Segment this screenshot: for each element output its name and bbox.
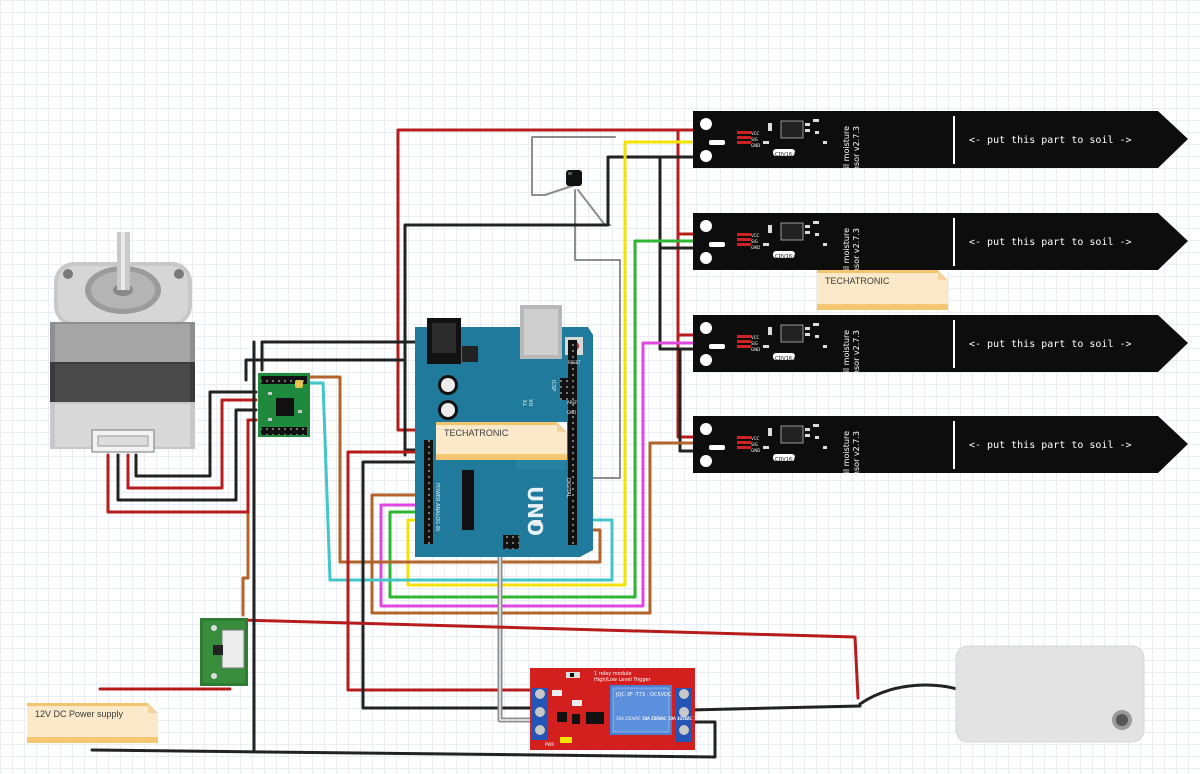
sensor-2-name-line2: sensor v2.7.3 bbox=[852, 228, 861, 282]
sensor-1-pin-vcc: VCC bbox=[751, 131, 760, 136]
relay-pwr-label: PWR bbox=[545, 742, 554, 747]
sensor-2-pin-gnd: GND bbox=[751, 245, 760, 250]
arduino-tx-label: TX bbox=[523, 399, 529, 407]
sensor-1-probe-text: <- put this part to soil -> bbox=[969, 135, 1132, 146]
relay-rating-right: 10A 250VAC 10A 125VAC 10A 28VDC bbox=[642, 716, 717, 721]
sensor-3-pin-sig: SIG bbox=[751, 341, 758, 346]
sensor-2-pin-sig: SIG bbox=[751, 239, 758, 244]
relay-title-line2: High/Low Level Trigger bbox=[594, 677, 652, 683]
note-techatronic-arduino-text: TECHATRONIC bbox=[444, 428, 509, 438]
sensor-3-name-line1: Soil moisture bbox=[842, 330, 851, 382]
arduino-brand: UNO bbox=[523, 486, 547, 536]
sensor-2-name-line1: Soil moisture bbox=[842, 228, 851, 280]
arduino-analog-label: ANALOG IN bbox=[434, 503, 440, 531]
sensor-3-pin-gnd: GND bbox=[751, 347, 760, 352]
sensor-1-chip: CDV16:000 bbox=[775, 152, 803, 158]
sensor-4-pin-sig: SIG bbox=[751, 442, 758, 447]
relay-title-line1: 1 relay module bbox=[594, 671, 632, 677]
sensor-4-pin-gnd: GND bbox=[751, 448, 760, 453]
sensor-1-pin-gnd: GND bbox=[751, 143, 760, 148]
sensor-3-probe-text: <- put this part to soil -> bbox=[969, 339, 1132, 350]
sensor-2-pin-vcc: VCC bbox=[751, 233, 760, 238]
sensor-1-name-line2: sensor v2.7.3 bbox=[852, 126, 861, 180]
note-techatronic-sensor-text: TECHATRONIC bbox=[825, 276, 890, 286]
power-switch-module bbox=[200, 618, 248, 686]
sensor-3-name-line2: sensor v2.7.3 bbox=[852, 330, 861, 384]
sensor-1-pin-sig: SIG bbox=[751, 137, 758, 142]
sensor-2-chip: CDV16:000 bbox=[775, 254, 803, 260]
relay-rating-left: 10A 250VAC 10A 125VAC 10A 30VDC bbox=[616, 716, 691, 721]
stepper-motor bbox=[50, 232, 195, 453]
arduino-gnd-label: GND bbox=[567, 410, 576, 415]
sensor-4-probe-text: <- put this part to soil -> bbox=[969, 440, 1132, 451]
arduino-reset-label: RESET bbox=[568, 360, 581, 365]
relay-model: JQC-3F -T73 - DC5VDC bbox=[615, 692, 672, 698]
note-power-supply-text: 12V DC Power supply bbox=[35, 709, 124, 719]
sensor-4-chip: CDV16:000 bbox=[775, 457, 803, 463]
water-pump bbox=[955, 645, 1145, 743]
temperature-sensor bbox=[566, 170, 582, 186]
relay-module: 1 relay module High/Low Level Trigger JQ… bbox=[530, 668, 717, 750]
sensor-4-name-line1: Soil moisture bbox=[842, 431, 851, 483]
note-techatronic-sensor: TECHATRONIC bbox=[817, 270, 948, 310]
sensor-4-name-line2: sensor v2.7.3 bbox=[852, 431, 861, 485]
sensor-3-pin-vcc: VCC bbox=[751, 335, 760, 340]
sensor-4-pin-vcc: VCC bbox=[751, 436, 760, 441]
arduino-power-label: POWER bbox=[434, 483, 440, 502]
arduino-digital-label: DIGITAL bbox=[565, 478, 571, 498]
stepper-driver-board bbox=[258, 373, 310, 437]
arduino-icsp-label: ICSP bbox=[550, 380, 556, 391]
note-power-supply: 12V DC Power supply bbox=[27, 703, 158, 743]
sensor-3-chip: CDV16:000 bbox=[775, 356, 803, 362]
note-techatronic-arduino: TECHATRONIC bbox=[436, 422, 567, 460]
sensor-2-probe-text: <- put this part to soil -> bbox=[969, 237, 1132, 248]
sensor-1-name-line1: Soil moisture bbox=[842, 126, 851, 178]
arduino-aref-label: AREF bbox=[567, 400, 578, 405]
arduino-rx-label: RX bbox=[529, 399, 535, 406]
